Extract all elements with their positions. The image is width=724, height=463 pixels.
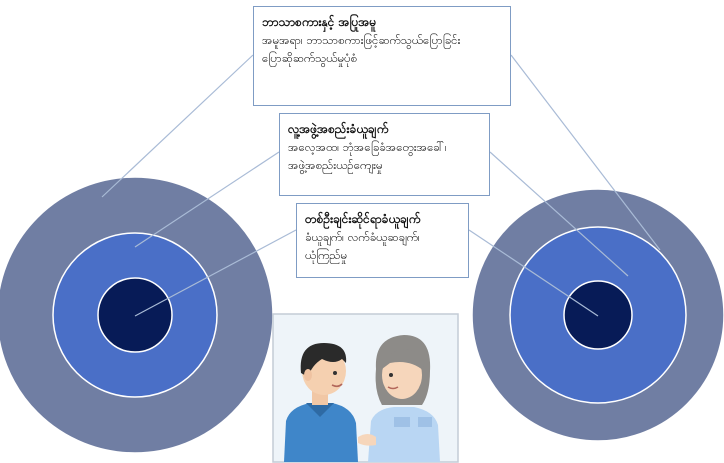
- middle-layer-line-2: အဖွဲ့အစည်းယဉ်ကျေးမှု: [288, 158, 383, 172]
- connector-outer-left: [101, 54, 254, 198]
- right-onion: [471, 188, 724, 442]
- middle-layer-label-box: လူ့အဖွဲ့အစည်းခံယူချက် အလေ့အထ၊ ဘုံအခြေခံအ…: [279, 113, 490, 196]
- middle-layer-line-1: အလေ့အထ၊ ဘုံအခြေခံအတွေးအခေါ်၊: [288, 140, 447, 154]
- connector-outer-right: [510, 54, 661, 251]
- outer-layer-title: ဘာသာစကားနှင့် အပြုအမူ: [262, 15, 377, 29]
- two-people-talking-icon: [272, 313, 459, 463]
- inner-layer-line-2: ယုံကြည်မှု: [305, 248, 348, 262]
- inner-layer-label-box: တစ်ဦးချင်းဆိုင်ရာခံယူချက် ခံယူချက်၊ လက်ခ…: [296, 203, 469, 278]
- connector-inner-left: [134, 229, 297, 317]
- woman-figure: [358, 335, 440, 462]
- middle-layer-title: လူ့အဖွဲ့အစည်းခံယူချက်: [288, 122, 389, 136]
- outer-layer-line-1: အမူအရာ၊ ဘာသာစကားဖြင့်ဆက်သွယ်ပြောခြင်း: [262, 33, 461, 47]
- outer-layer-line-2: ပြောဆိုဆက်သွယ်မှုပုံစံ: [262, 51, 358, 65]
- right-inner-core: [563, 280, 633, 350]
- man-figure: [284, 343, 358, 462]
- inner-layer-title: တစ်ဦးချင်းဆိုင်ရာခံယူချက်: [305, 212, 421, 226]
- outer-layer-label-box: ဘာသာစကားနှင့် အပြုအမူ အမူအရာ၊ ဘာသာစကားဖြ…: [253, 6, 511, 106]
- left-inner-core: [97, 277, 173, 353]
- connector-middle-left: [134, 151, 280, 248]
- connector-middle-right: [489, 151, 629, 277]
- connector-lines: [101, 54, 661, 317]
- inner-layer-line-1: ခံယူချက်၊ လက်ခံယူဆချက်၊: [305, 230, 420, 244]
- connector-inner-right: [468, 229, 599, 317]
